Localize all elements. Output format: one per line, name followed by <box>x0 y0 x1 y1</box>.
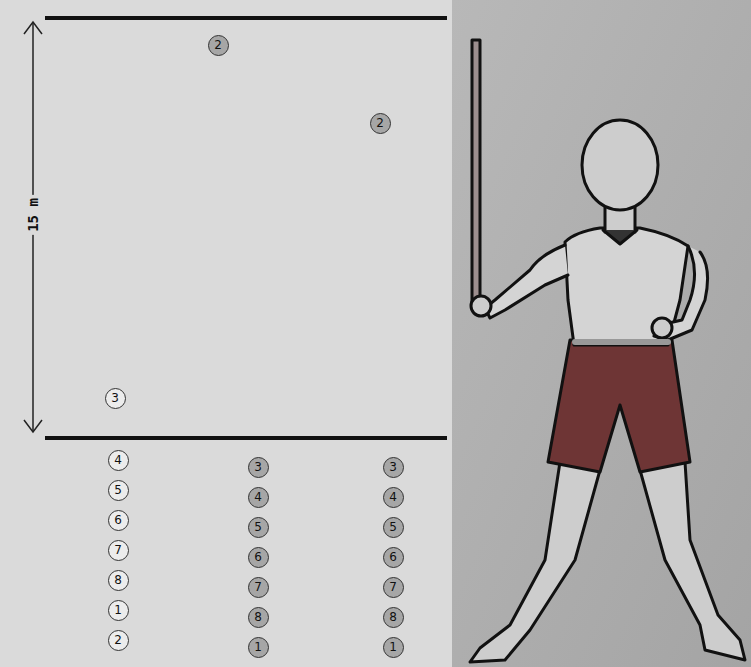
player-marker: 8 <box>248 607 269 628</box>
field-ground <box>0 0 452 667</box>
player-number: 1 <box>114 604 122 616</box>
player-marker: 7 <box>383 577 404 598</box>
player-number: 7 <box>114 544 122 556</box>
player-number: 5 <box>114 484 122 496</box>
player-number: 2 <box>214 39 222 51</box>
player-number: 1 <box>254 641 262 653</box>
player-number: 2 <box>376 117 384 129</box>
start-line <box>45 436 447 440</box>
player-marker: 6 <box>248 547 269 568</box>
player-number: 8 <box>114 574 122 586</box>
player-marker: 3 <box>383 457 404 478</box>
player-marker: 8 <box>383 607 404 628</box>
player-number: 6 <box>114 514 122 526</box>
player-marker: 5 <box>248 517 269 538</box>
player-number: 5 <box>389 521 397 533</box>
player-marker: 7 <box>108 540 129 561</box>
player-number: 8 <box>389 611 397 623</box>
player-figure <box>470 40 745 662</box>
player-marker: 1 <box>383 637 404 658</box>
player-number: 7 <box>254 581 262 593</box>
player-number: 7 <box>389 581 397 593</box>
player-marker: 3 <box>248 457 269 478</box>
player-marker: 7 <box>248 577 269 598</box>
player-number: 3 <box>111 392 119 404</box>
player-marker: 4 <box>108 450 129 471</box>
player-marker: 6 <box>108 510 129 531</box>
dimension-label: 15 m <box>23 195 43 235</box>
player-marker: 4 <box>383 487 404 508</box>
figure-panel <box>452 0 751 667</box>
player-marker: 3 <box>105 388 126 409</box>
player-number: 6 <box>389 551 397 563</box>
player-number: 5 <box>254 521 262 533</box>
player-number: 6 <box>254 551 262 563</box>
player-marker: 5 <box>383 517 404 538</box>
player-number: 4 <box>389 491 397 503</box>
player-number: 2 <box>114 634 122 646</box>
end-line <box>45 16 447 20</box>
player-marker: 2 <box>108 630 129 651</box>
player-marker: 1 <box>108 600 129 621</box>
player-marker: 5 <box>108 480 129 501</box>
player-number: 8 <box>254 611 262 623</box>
player-number: 4 <box>254 491 262 503</box>
player-marker: 2 <box>208 35 229 56</box>
player-marker: 2 <box>370 113 391 134</box>
player-number: 3 <box>254 461 262 473</box>
player-number: 3 <box>389 461 397 473</box>
player-marker: 6 <box>383 547 404 568</box>
player-marker: 1 <box>248 637 269 658</box>
player-marker: 4 <box>248 487 269 508</box>
player-marker: 8 <box>108 570 129 591</box>
player-number: 1 <box>389 641 397 653</box>
player-number: 4 <box>114 454 122 466</box>
